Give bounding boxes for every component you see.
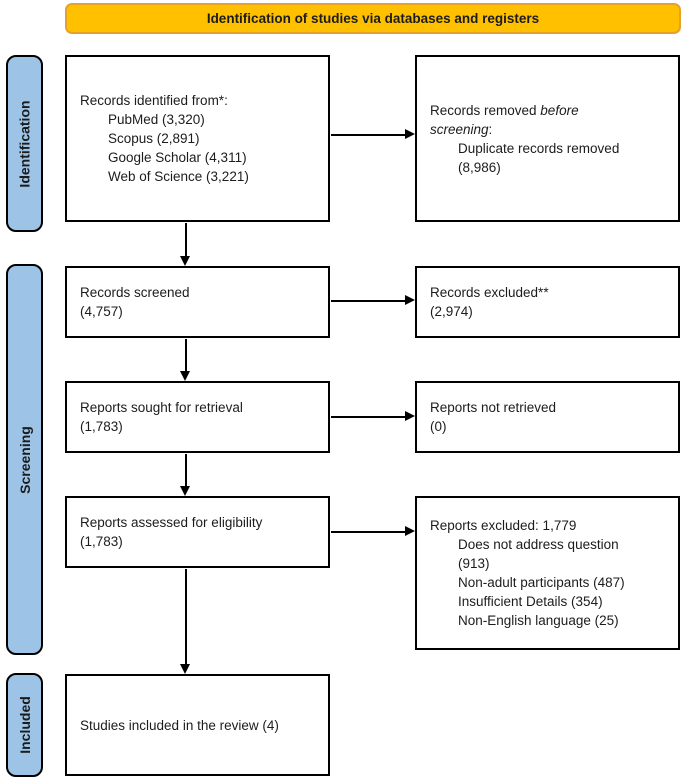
- arrow-line: [331, 134, 406, 136]
- arrow-head-icon: [180, 486, 190, 496]
- records-screened-count: (4,757): [80, 304, 123, 319]
- records-removed-italic: before: [540, 102, 579, 118]
- arrow-line: [185, 223, 187, 257]
- records-removed-item: (8,986): [458, 159, 501, 175]
- stage-included-label: Included: [16, 696, 33, 754]
- arrow-line: [185, 569, 187, 665]
- records-removed-text: Records removed: [430, 102, 541, 118]
- records-identified-item: Google Scholar (4,311): [108, 150, 247, 165]
- stage-screening-label: Screening: [16, 425, 33, 494]
- records-removed-italic: screening: [430, 121, 489, 137]
- records-removed-title-line1: Records removed before: [430, 101, 670, 120]
- box-reports-excluded: Reports excluded: 1,779 Does not address…: [415, 496, 680, 650]
- arrow-line: [331, 531, 406, 533]
- stage-screening: Screening: [6, 264, 43, 655]
- records-screened-line: Records screened: [80, 285, 190, 300]
- records-identified-item: Scopus (2,891): [108, 131, 200, 146]
- studies-included-line: Studies included in the review (4): [80, 717, 279, 733]
- reports-sought-count: (1,783): [80, 419, 123, 434]
- reports-excluded-title: Reports excluded: 1,779: [430, 518, 577, 533]
- records-identified-item: PubMed (3,320): [108, 112, 205, 127]
- arrow-head-icon: [180, 664, 190, 674]
- reports-excluded-item: Non-English language (25): [458, 613, 619, 628]
- box-reports-assessed: Reports assessed for eligibility (1,783): [65, 496, 330, 568]
- arrow-head-icon: [405, 411, 415, 421]
- arrow-head-icon: [405, 129, 415, 139]
- arrow-line: [185, 339, 187, 372]
- box-records-removed: Records removed before screening: Duplic…: [415, 55, 680, 222]
- box-reports-sought: Reports sought for retrieval (1,783): [65, 381, 330, 453]
- stage-identification-label: Identification: [16, 99, 33, 188]
- reports-excluded-item: Does not address question: [458, 537, 619, 552]
- box-studies-included: Studies included in the review (4): [65, 674, 330, 776]
- reports-not-retrieved-line: Reports not retrieved: [430, 400, 557, 415]
- arrow-head-icon: [405, 295, 415, 305]
- reports-excluded-item: Insufficient Details (354): [458, 594, 603, 609]
- stage-identification: Identification: [6, 55, 43, 232]
- box-records-identified: Records identified from*: PubMed (3,320)…: [65, 55, 330, 222]
- records-excluded-line: Records excluded**: [430, 285, 549, 300]
- records-identified-title: Records identified from*:: [80, 93, 228, 108]
- reports-excluded-item: (913): [458, 556, 490, 571]
- arrow-head-icon: [405, 526, 415, 536]
- records-identified-item: Web of Science (3,221): [108, 169, 249, 184]
- stage-included: Included: [6, 673, 43, 777]
- reports-assessed-line: Reports assessed for eligibility: [80, 515, 263, 530]
- records-removed-text: :: [488, 121, 493, 137]
- arrow-head-icon: [180, 371, 190, 381]
- arrow-line: [331, 416, 406, 418]
- arrow-line: [185, 454, 187, 487]
- records-removed-title-line2: screening:: [430, 120, 670, 139]
- box-reports-not-retrieved: Reports not retrieved (0): [415, 381, 680, 453]
- box-records-excluded: Records excluded** (2,974): [415, 266, 680, 338]
- reports-sought-line: Reports sought for retrieval: [80, 400, 243, 415]
- records-excluded-count: (2,974): [430, 304, 473, 319]
- reports-assessed-count: (1,783): [80, 534, 123, 549]
- reports-not-retrieved-count: (0): [430, 419, 447, 434]
- reports-excluded-item: Non-adult participants (487): [458, 575, 625, 590]
- box-records-screened: Records screened (4,757): [65, 266, 330, 338]
- arrow-line: [331, 300, 406, 302]
- records-removed-item: Duplicate records removed: [458, 140, 620, 156]
- banner-title: Identification of studies via databases …: [65, 3, 681, 34]
- arrow-head-icon: [180, 256, 190, 266]
